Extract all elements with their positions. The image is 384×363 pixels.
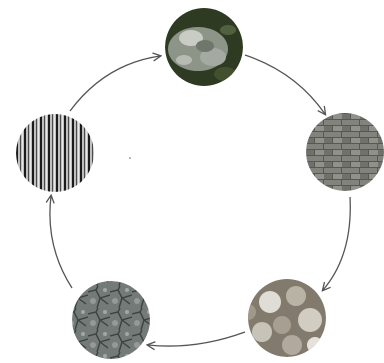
striped-texture-icon (16, 114, 94, 192)
arrow-right-to-bottom-right (323, 197, 350, 290)
arrow-bottom-left-to-left (50, 196, 72, 288)
arrow-left-to-top (70, 56, 160, 111)
brick-texture-icon (306, 113, 384, 191)
cracked-stone-texture-icon (72, 281, 150, 359)
pebble-texture-icon (240, 279, 326, 357)
arrow-top-to-right (245, 55, 325, 114)
arrow-bottom-right-to-bottom-left (148, 332, 245, 346)
rock-texture-icon (165, 8, 243, 86)
stray-dot (129, 157, 131, 159)
